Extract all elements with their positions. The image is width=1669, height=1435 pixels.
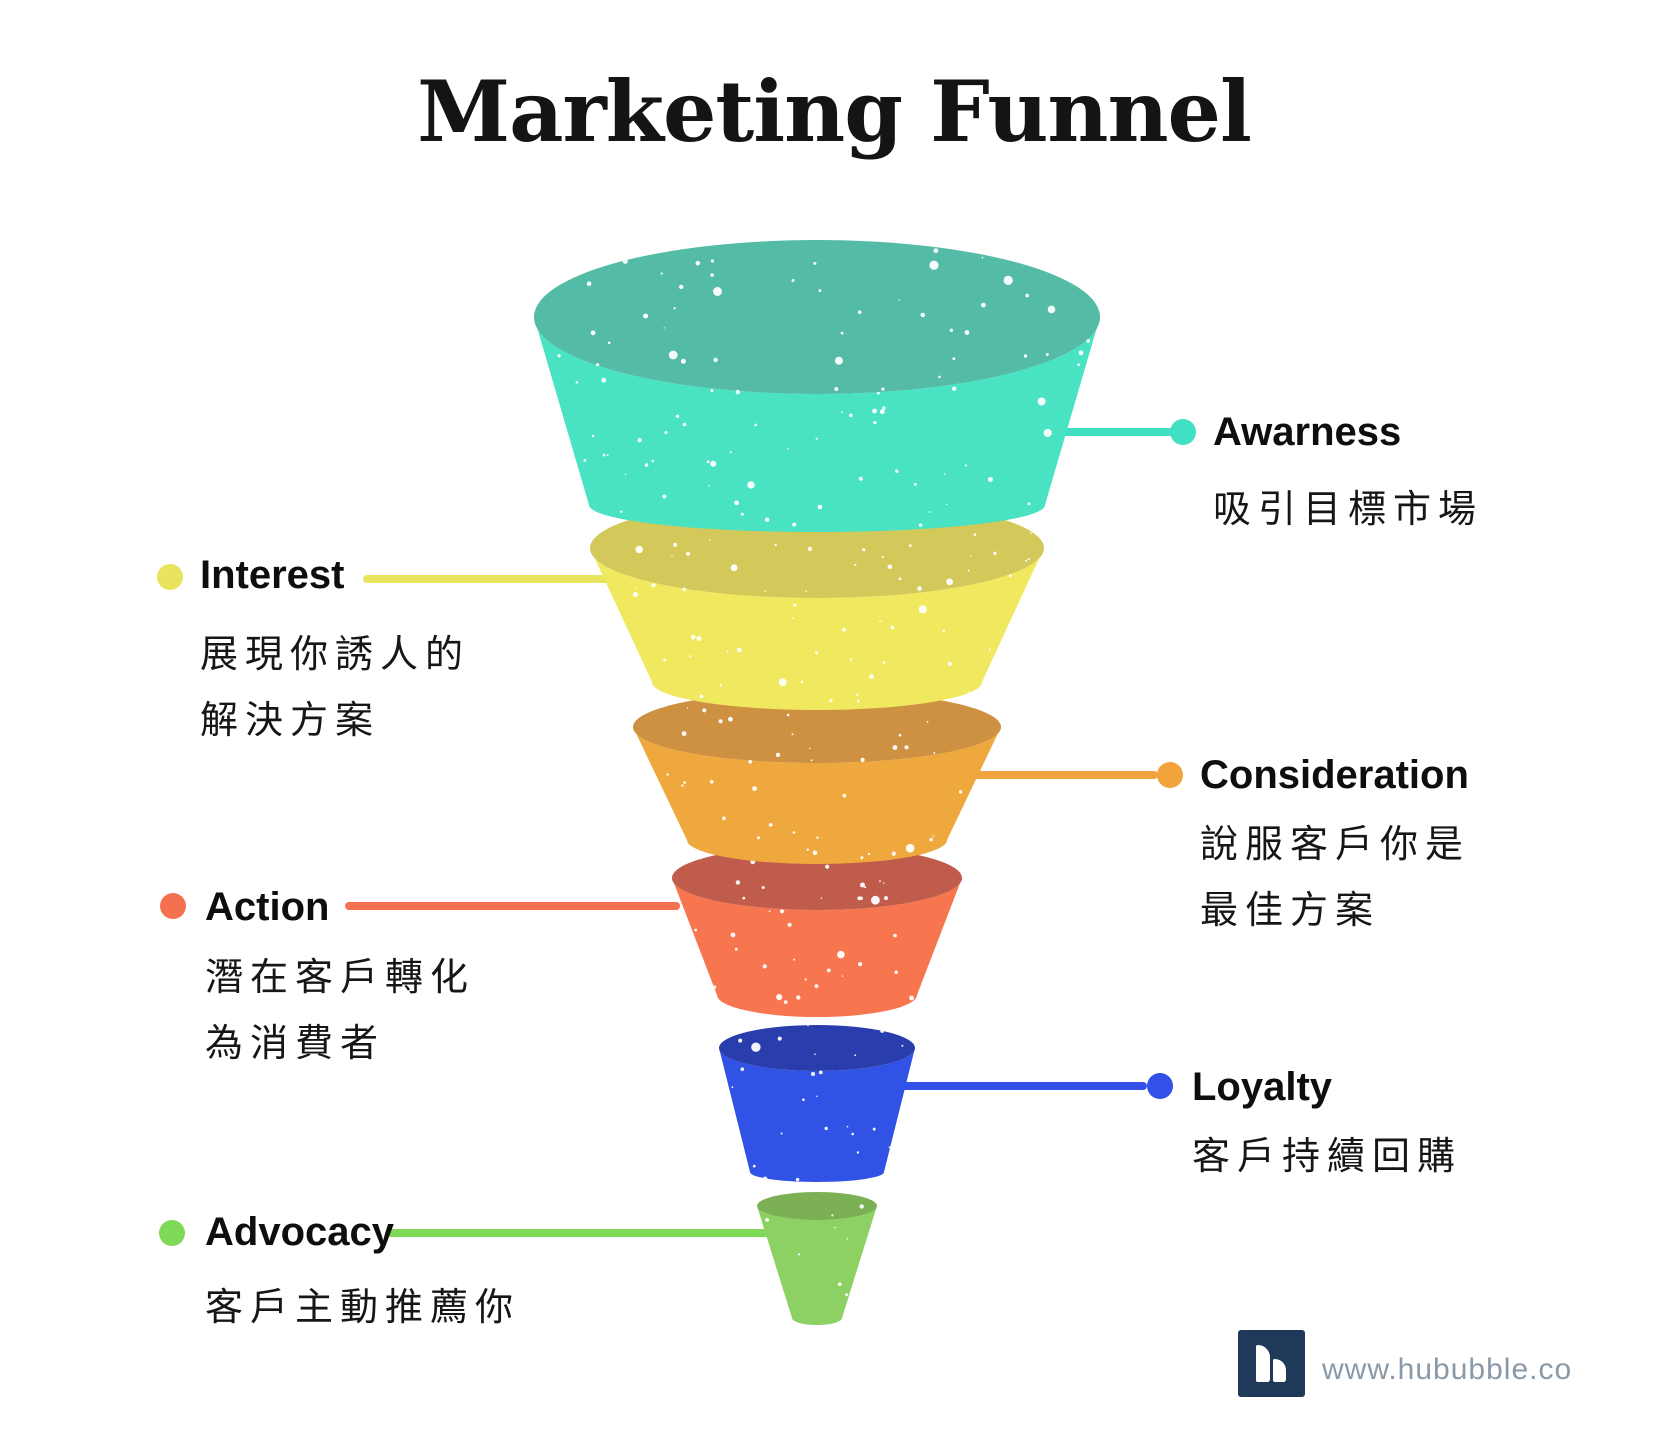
advocacy-label: Advocacy bbox=[205, 1210, 394, 1254]
consideration-description: 說服客戶你是 最佳方案 bbox=[1200, 824, 1471, 932]
advocacy-dot bbox=[159, 1220, 185, 1246]
consideration-connector-line bbox=[960, 771, 1158, 779]
segment-top-ellipse bbox=[672, 846, 962, 910]
segment-top-ellipse bbox=[633, 691, 1001, 763]
footer-url: www.hububble.co bbox=[1322, 1353, 1573, 1386]
consideration-label: Consideration bbox=[1200, 753, 1469, 797]
advocacy-description: 客戶主動推薦你 bbox=[205, 1287, 521, 1329]
action-label: Action bbox=[205, 885, 330, 929]
action-description: 潛在客戶轉化 為消費者 bbox=[205, 957, 476, 1065]
funnel-segment-action bbox=[672, 846, 962, 1017]
loyalty-connector-line bbox=[850, 1082, 1147, 1090]
awareness-dot bbox=[1170, 419, 1196, 445]
segment-body bbox=[672, 878, 962, 1017]
funnel-segment-consideration bbox=[633, 691, 1001, 864]
interest-connector-line bbox=[363, 575, 620, 583]
segment-body bbox=[534, 317, 1100, 532]
interest-dot bbox=[157, 564, 183, 590]
loyalty-label: Loyalty bbox=[1192, 1065, 1333, 1109]
segment-top-ellipse bbox=[757, 1192, 877, 1220]
loyalty-dot bbox=[1147, 1073, 1173, 1099]
hububble-logo-right-bar bbox=[1273, 1359, 1286, 1382]
page-title: Marketing Funnel bbox=[417, 62, 1252, 161]
loyalty-description: 客戶持續回購 bbox=[1192, 1136, 1463, 1178]
segment-top-ellipse bbox=[719, 1025, 915, 1071]
consideration-dot bbox=[1157, 762, 1183, 788]
advocacy-connector-line bbox=[387, 1229, 800, 1237]
funnel-segment-awareness bbox=[534, 240, 1100, 532]
awareness-connector-line bbox=[1040, 428, 1183, 436]
interest-description: 展現你誘人的 解決方案 bbox=[200, 634, 471, 742]
hububble-logo bbox=[1238, 1330, 1305, 1397]
segment-body bbox=[590, 548, 1044, 710]
action-connector-line bbox=[345, 902, 680, 910]
segment-body bbox=[633, 727, 1001, 864]
hububble-logo-left-bar bbox=[1256, 1345, 1270, 1382]
segment-body bbox=[719, 1048, 915, 1182]
action-dot bbox=[160, 893, 186, 919]
funnel-segment-loyalty bbox=[719, 1025, 915, 1182]
interest-label: Interest bbox=[200, 553, 345, 597]
awareness-label: Awarness bbox=[1213, 410, 1402, 454]
awareness-description: 吸引目標市場 bbox=[1213, 489, 1484, 531]
